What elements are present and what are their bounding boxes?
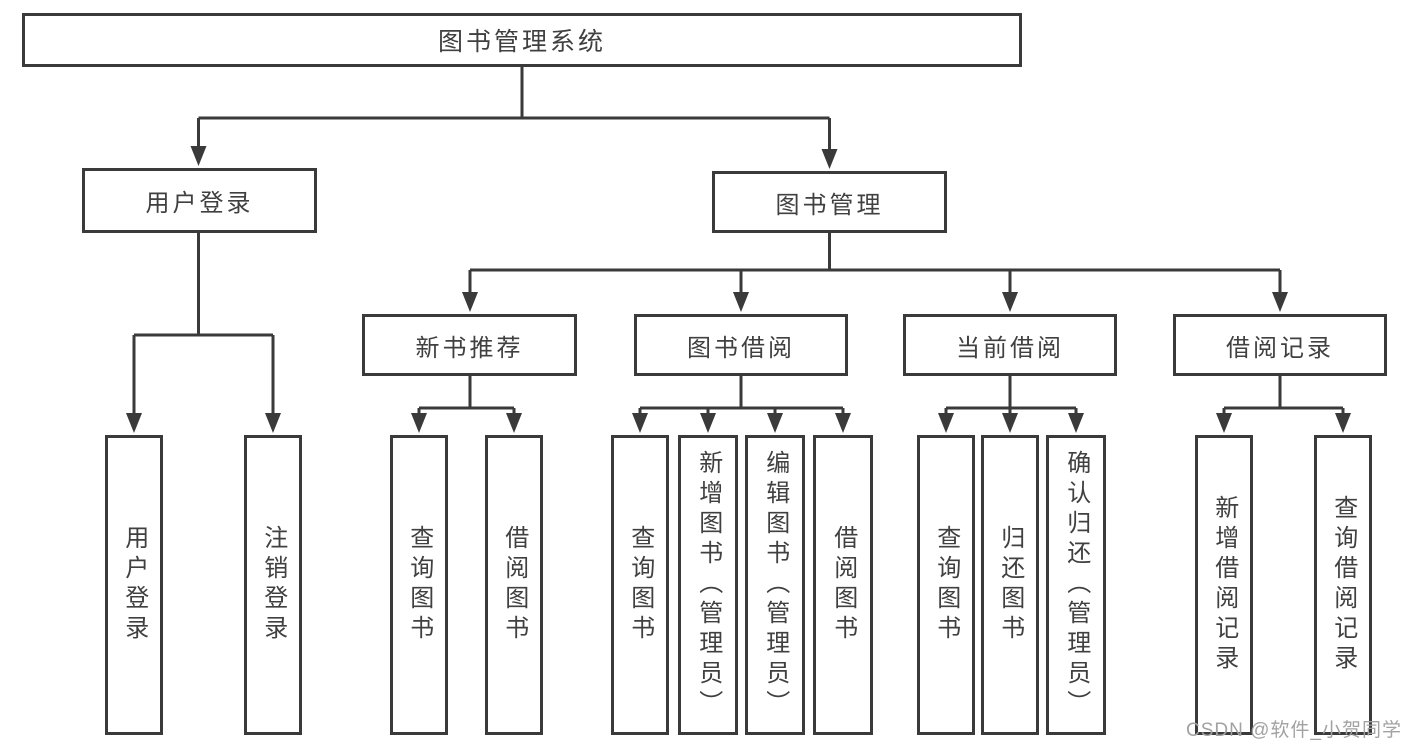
node-label: 查询借阅记录 <box>1329 495 1357 675</box>
node-library-management-system: 图书管理系统 <box>22 13 1022 67</box>
leaf-add-books-admin: 新增图书（管理员） <box>678 435 738 735</box>
node-label: 用户登录 <box>120 525 148 645</box>
node-user-login: 用户登录 <box>82 168 317 233</box>
leaf-query-books-recommend: 查询图书 <box>390 435 448 735</box>
leaf-query-books-borrow: 查询图书 <box>611 435 669 735</box>
arrowhead-icon <box>1002 292 1018 312</box>
node-label: 图书管理系统 <box>437 28 606 56</box>
node-label: 编辑图书（管理员） <box>761 450 789 720</box>
node-label: 借阅记录 <box>1226 334 1334 362</box>
connector-book-borrow-children <box>632 376 851 433</box>
node-label: 新书推荐 <box>415 334 524 362</box>
arrowhead-icon <box>1272 292 1288 312</box>
node-label: 查询图书 <box>626 525 654 645</box>
leaf-borrow-books-recommend: 借阅图书 <box>485 435 543 735</box>
arrowhead-icon <box>265 413 281 433</box>
arrowhead-icon <box>938 413 954 433</box>
node-label: 查询图书 <box>932 525 960 645</box>
arrowhead-icon <box>1068 413 1084 433</box>
connector-borrow-records-children <box>1216 376 1351 433</box>
leaf-add-borrow-record: 新增借阅记录 <box>1195 435 1253 735</box>
arrowhead-icon <box>506 413 522 433</box>
node-label: 查询图书 <box>405 525 433 645</box>
arrowhead-icon <box>733 292 749 312</box>
node-book-management: 图书管理 <box>712 171 947 233</box>
connector-root-to-level1 <box>190 67 838 169</box>
arrowhead-icon <box>1335 413 1351 433</box>
node-label: 新增图书（管理员） <box>694 450 722 720</box>
arrowhead-icon <box>462 292 478 312</box>
node-label: 图书管理 <box>775 191 884 219</box>
leaf-logout: 注销登录 <box>244 435 302 735</box>
arrowhead-icon <box>411 413 427 433</box>
node-label: 新增借阅记录 <box>1210 495 1238 675</box>
arrowhead-icon <box>821 149 838 169</box>
node-label: 图书借阅 <box>687 334 795 362</box>
connector-book-management-children <box>462 233 1288 312</box>
node-label: 借阅图书 <box>829 525 857 645</box>
arrowhead-icon <box>835 413 851 433</box>
node-label: 借阅图书 <box>500 525 528 645</box>
node-borrow-records: 借阅记录 <box>1173 314 1387 376</box>
node-new-book-recommend: 新书推荐 <box>362 314 577 376</box>
leaf-query-books-current: 查询图书 <box>917 435 975 735</box>
node-current-borrow: 当前借阅 <box>903 314 1117 376</box>
node-label: 归还图书 <box>996 525 1024 645</box>
leaf-user-login: 用户登录 <box>105 435 163 735</box>
leaf-borrow-books: 借阅图书 <box>813 435 873 735</box>
connector-current-borrow-children <box>938 376 1084 433</box>
node-label: 当前借阅 <box>956 334 1064 362</box>
node-book-borrow: 图书借阅 <box>634 314 848 376</box>
csdn-watermark: CSDN @软件_小贺同学 <box>1186 720 1402 741</box>
node-label: 确认归还（管理员） <box>1062 450 1090 720</box>
arrowhead-icon <box>632 413 648 433</box>
arrowhead-icon <box>1002 413 1018 433</box>
arrowhead-icon <box>190 146 207 166</box>
connector-user-login-children <box>126 233 281 433</box>
connector-new-book-recommend-children <box>411 376 522 433</box>
arrowhead-icon <box>700 413 716 433</box>
arrowhead-icon <box>767 413 783 433</box>
leaf-return-books: 归还图书 <box>981 435 1039 735</box>
node-label: 用户登录 <box>145 190 254 217</box>
leaf-confirm-return-admin: 确认归还（管理员） <box>1046 435 1106 735</box>
arrowhead-icon <box>126 413 142 433</box>
leaf-query-borrow-record: 查询借阅记录 <box>1314 435 1372 735</box>
arrowhead-icon <box>1216 413 1232 433</box>
node-label: 注销登录 <box>259 525 287 645</box>
leaf-edit-books-admin: 编辑图书（管理员） <box>745 435 805 735</box>
